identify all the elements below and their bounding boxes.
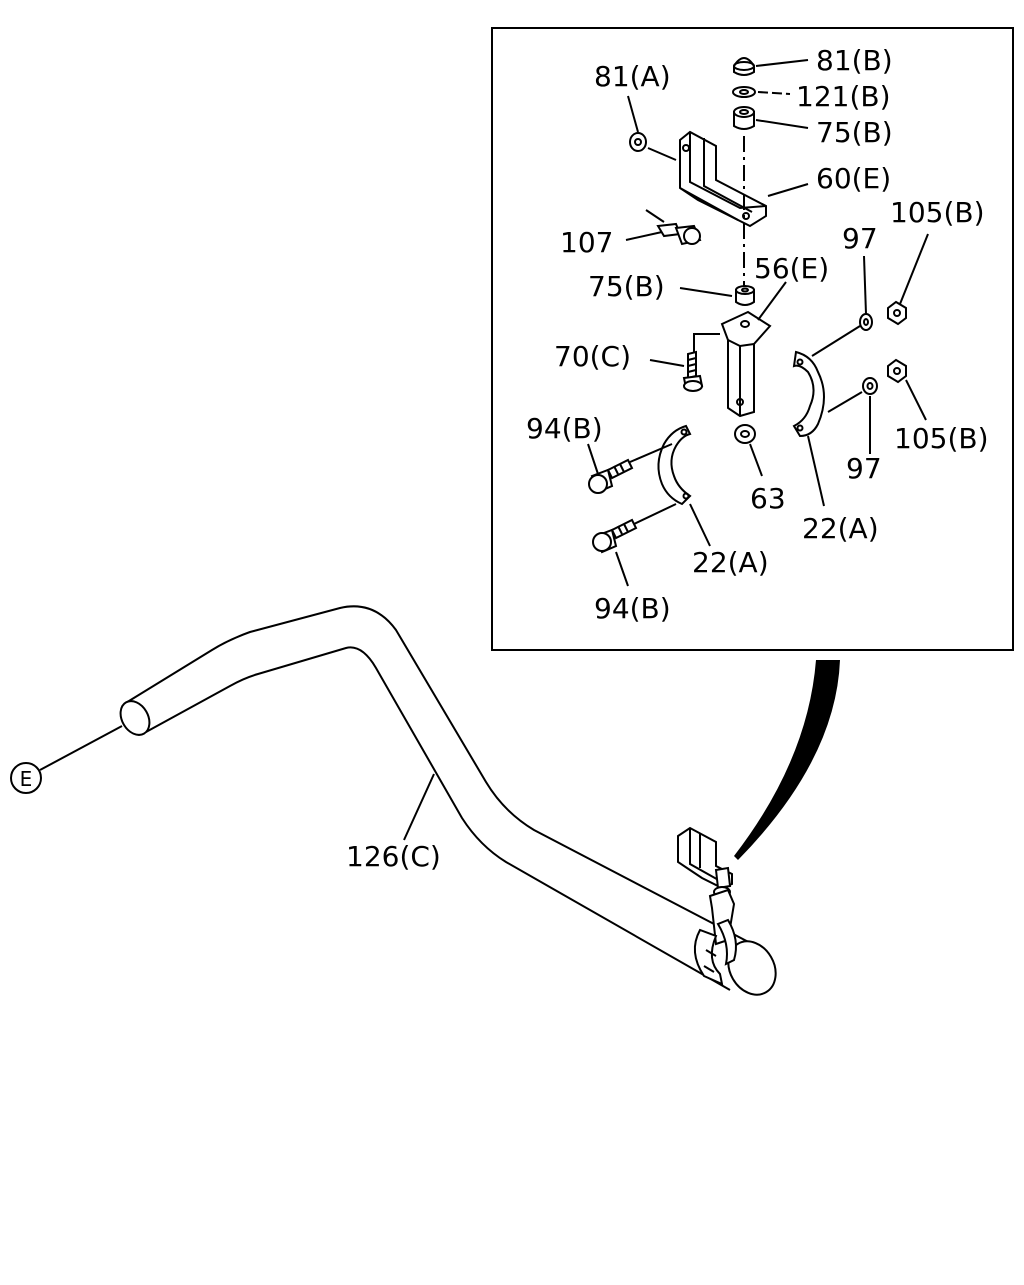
callout-60E: 60(E) <box>816 162 891 195</box>
callout-63: 63 <box>750 482 786 515</box>
nut-105B-upper-part <box>887 300 907 326</box>
washer-97-upper-part <box>859 313 873 331</box>
bushing-75B-upper-part <box>733 106 755 130</box>
callout-105B-top: 105(B) <box>890 196 985 229</box>
callout-94B-top: 94(B) <box>526 412 603 445</box>
callout-105B-low: 105(B) <box>894 422 989 455</box>
callout-56E: 56(E) <box>754 252 829 285</box>
washer-121B-part <box>732 86 756 98</box>
bolt-94B-lower-part <box>592 518 638 554</box>
callout-70C: 70(C) <box>554 340 631 373</box>
ref-E-label: E <box>20 767 33 791</box>
hanger-56E-part <box>720 310 772 418</box>
callout-81B: 81(B) <box>816 44 893 77</box>
bushing-75B-lower-part <box>735 285 755 306</box>
callout-107: 107 <box>560 226 613 259</box>
callout-94B-low: 94(B) <box>594 592 671 625</box>
bushing-63-part <box>734 424 756 444</box>
callout-97-top: 97 <box>842 222 878 255</box>
ref-E-circle <box>10 762 42 794</box>
mounted-clamp-assembly <box>677 826 737 986</box>
exhaust-pipe-126C <box>119 605 777 996</box>
clamp-22A-right-part <box>792 350 825 438</box>
cap-nut-81B-part <box>733 57 755 76</box>
nut-105B-lower-part <box>887 358 907 384</box>
callout-126C: 126(C) <box>346 840 441 873</box>
bolt-70C-part <box>682 350 704 392</box>
bolt-94B-upper-part <box>588 458 634 494</box>
callout-75B-top: 75(B) <box>816 116 893 149</box>
callout-22A-right: 22(A) <box>802 512 879 545</box>
callout-22A-left: 22(A) <box>692 546 769 579</box>
pipe-126C-leader-line <box>403 773 435 841</box>
callout-75B-low: 75(B) <box>588 270 665 303</box>
callout-121B: 121(B) <box>796 80 891 113</box>
callout-97-low: 97 <box>846 452 882 485</box>
callout-81A: 81(A) <box>594 60 671 93</box>
detail-pointer-arrow <box>734 660 840 860</box>
nut-81A-part <box>629 132 647 152</box>
washer-97-lower-part <box>862 377 878 395</box>
ref-E-leader-line <box>39 725 123 771</box>
inset-leader-lines <box>587 59 929 587</box>
bolt-107-part <box>645 209 702 246</box>
